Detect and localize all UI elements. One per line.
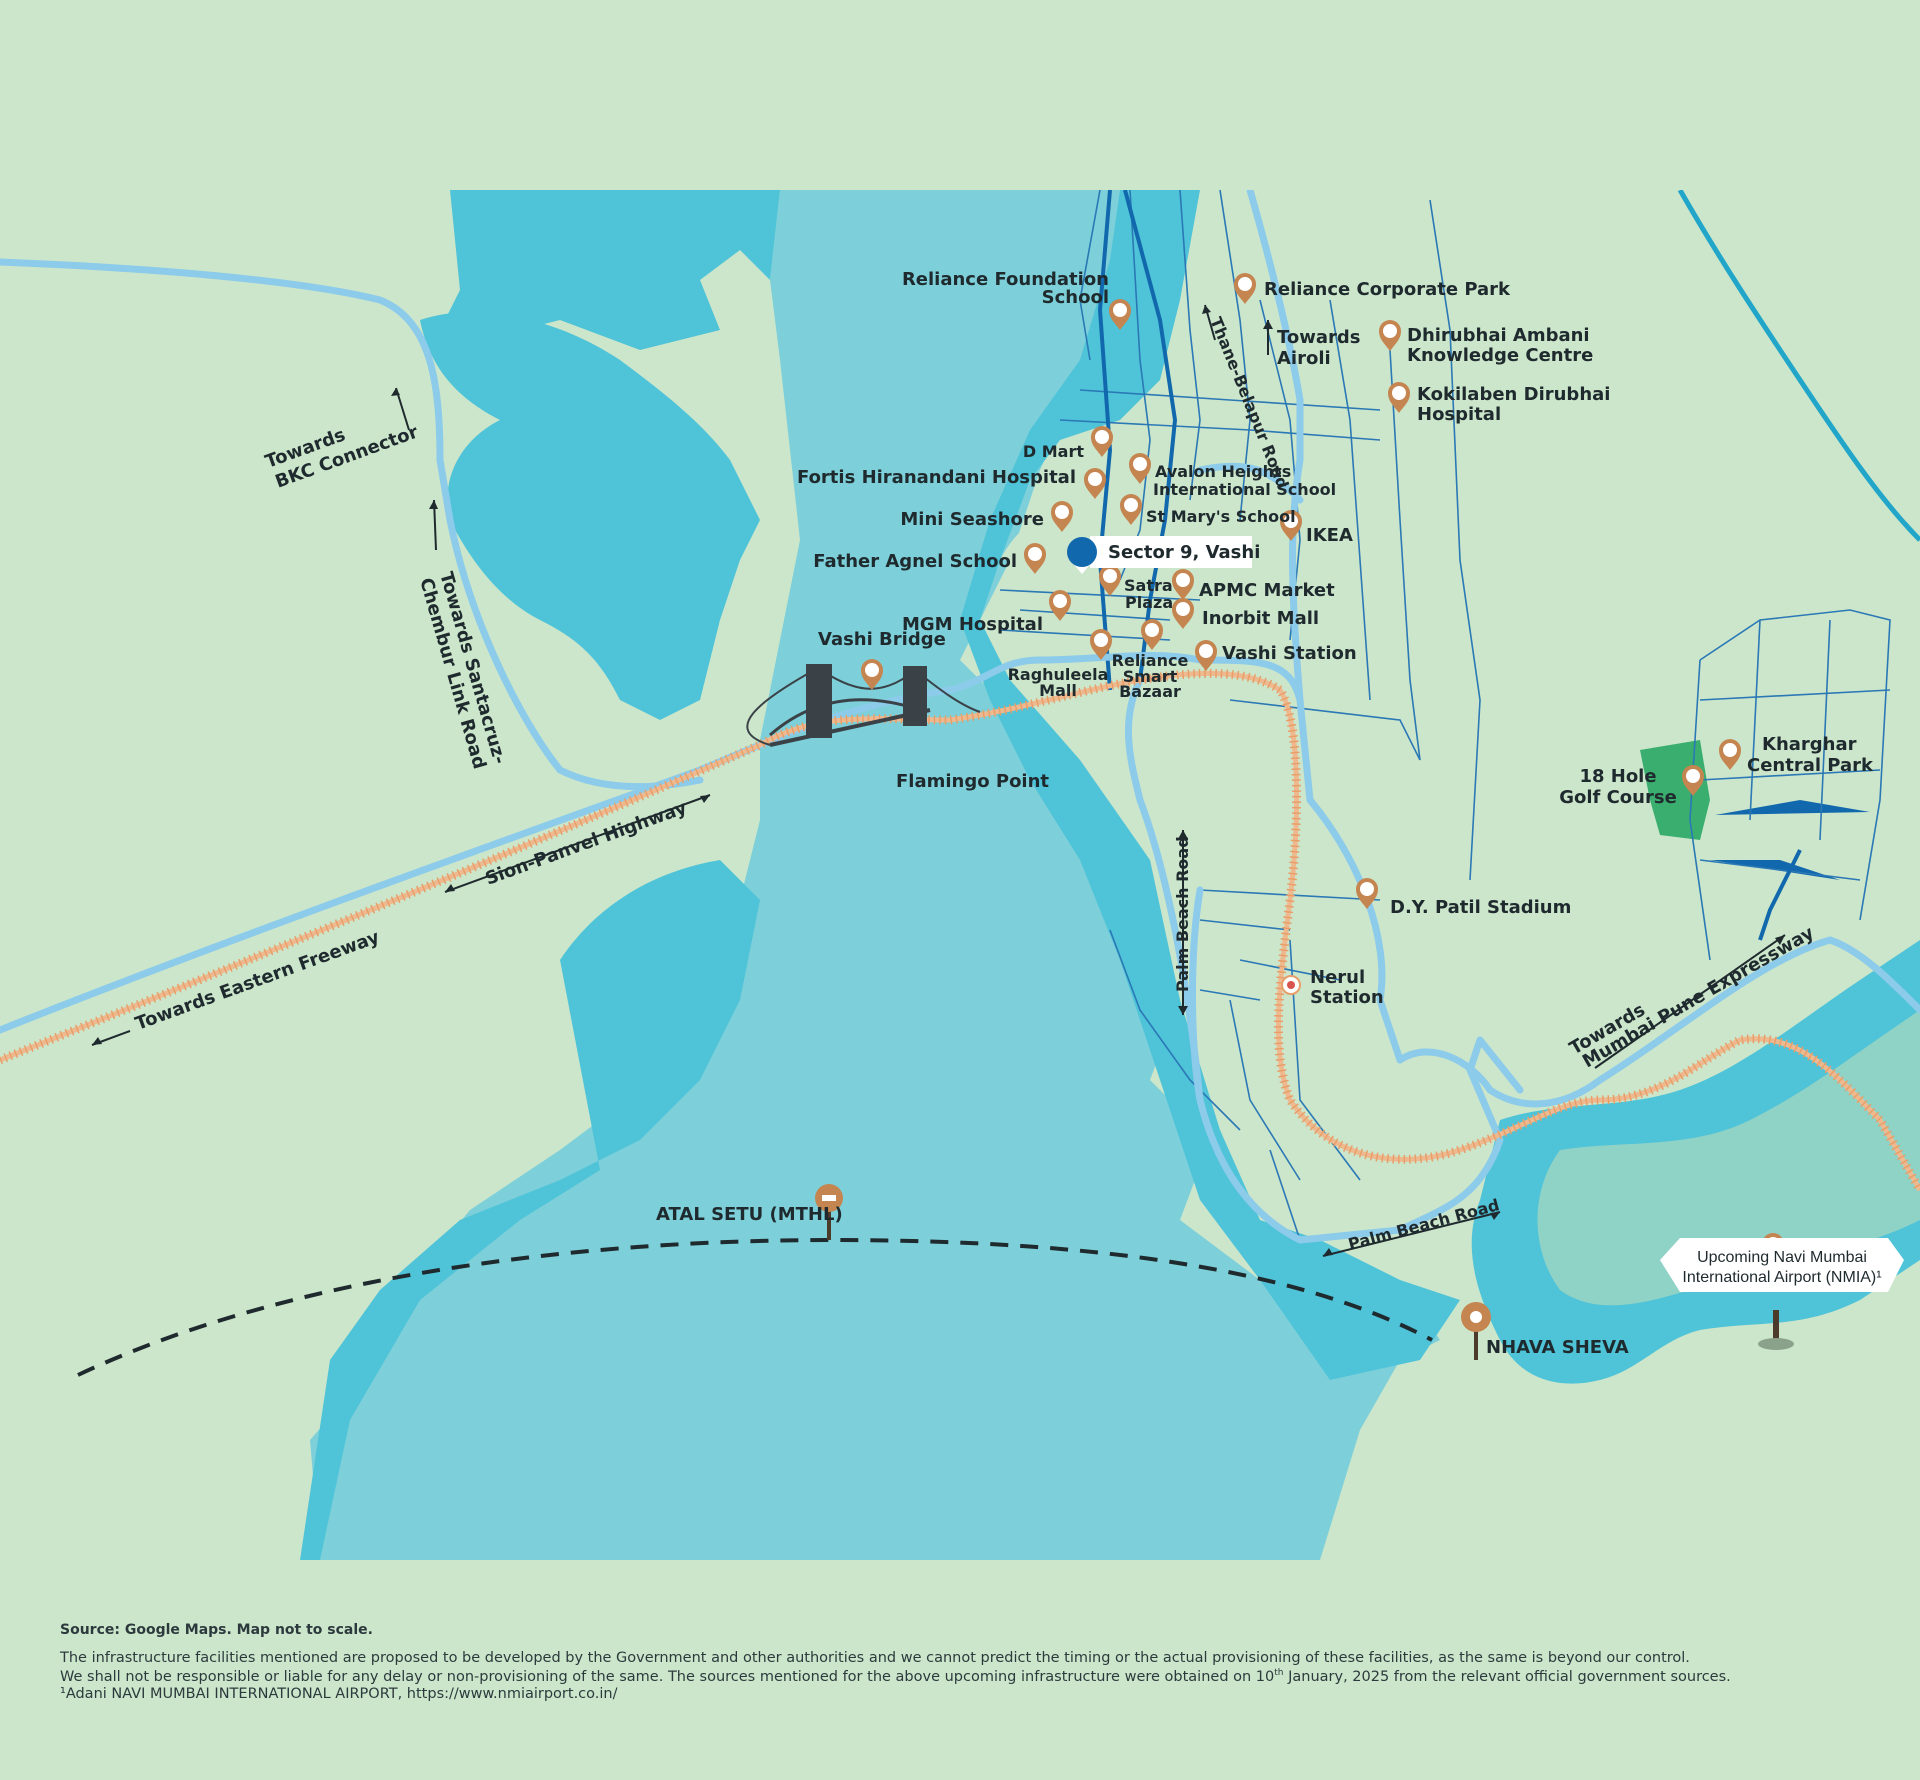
north-east-creek xyxy=(1677,190,1920,542)
west-mudflat xyxy=(300,860,760,1560)
disclaimer-line-2-pre: We shall not be responsible or liable fo… xyxy=(60,1668,1275,1685)
label-avalon-2: International School xyxy=(1153,480,1336,499)
vashi-node xyxy=(1000,490,1110,560)
label-golf-2: Golf Course xyxy=(1559,787,1677,808)
poi-pins[interactable] xyxy=(815,273,1784,1332)
project-location-label-box xyxy=(1090,536,1252,568)
pin-nerul-station[interactable] xyxy=(1281,975,1301,995)
label-inorbit: Inorbit Mall xyxy=(1202,608,1319,629)
label-st-marys: St Mary's School xyxy=(1146,507,1296,526)
project-location-label: Sector 9, Vashi xyxy=(1108,542,1260,563)
label-d-mart: D Mart xyxy=(1023,442,1084,461)
label-reliance-smart-1: Reliance xyxy=(1112,651,1189,670)
label-dhirubhai-1: Dhirubhai Ambani xyxy=(1407,325,1590,346)
label-nerul-1: Nerul xyxy=(1310,967,1365,988)
pin-atal-setu[interactable] xyxy=(815,1184,843,1212)
label-vashi-bridge: Vashi Bridge xyxy=(818,629,946,650)
label-satra-1: Satra xyxy=(1124,576,1173,595)
mangrove-east xyxy=(1537,1010,1920,1306)
project-location-marker[interactable]: Sector 9, Vashi xyxy=(1067,536,1260,574)
label-apmc: APMC Market xyxy=(1199,580,1335,601)
label-father-agnel: Father Agnel School xyxy=(813,551,1017,572)
label-dy-patil: D.Y. Patil Stadium xyxy=(1390,897,1571,918)
label-reliance-foundation-school-2: School xyxy=(1042,287,1109,308)
label-flamingo-point: Flamingo Point xyxy=(896,771,1049,792)
nmia-label: Upcoming Navi Mumbai International Airpo… xyxy=(1660,1238,1904,1292)
disclaimer-line-2: We shall not be responsible or liable fo… xyxy=(60,1668,1900,1685)
label-reliance-smart-3: Bazaar xyxy=(1119,682,1181,701)
nmia-pole-base xyxy=(1758,1338,1794,1350)
golf-course-park xyxy=(1640,740,1710,840)
disclaimer-line-1: The infrastructure facilities mentioned … xyxy=(60,1650,1690,1666)
label-kharghar-2: Central Park xyxy=(1747,755,1874,776)
nmia-label-1: Upcoming Navi Mumbai xyxy=(1697,1249,1867,1266)
pin-nhava-sheva[interactable] xyxy=(1461,1302,1491,1332)
vashi-blue-line-2 xyxy=(1097,190,1113,691)
label-satra-2: Plaza xyxy=(1125,593,1173,612)
kharghar-blue-1 xyxy=(1715,800,1870,815)
label-reliance-smart-2: Smart xyxy=(1123,667,1178,686)
label-kokilaben-2: Hospital xyxy=(1417,404,1501,425)
label-avalon-1: Avalon Heights xyxy=(1155,462,1291,481)
atal-setu-route xyxy=(77,1237,1433,1377)
label-towards-airoli-2: Airoli xyxy=(1277,348,1331,369)
label-raghuleela-1: Raghuleela xyxy=(1008,665,1109,684)
label-dhirubhai-2: Knowledge Centre xyxy=(1407,345,1593,366)
label-atal-setu: ATAL SETU (MTHL) xyxy=(656,1204,843,1225)
label-mgm: MGM Hospital xyxy=(902,614,1043,635)
label-ikea: IKEA xyxy=(1306,525,1353,546)
west-creek xyxy=(440,190,780,360)
mahul-creek xyxy=(420,312,760,720)
label-nhava-sheva: NHAVA SHEVA xyxy=(1486,1337,1629,1358)
label-reliance-corporate-park: Reliance Corporate Park xyxy=(1264,279,1511,300)
railway xyxy=(0,668,1920,1193)
label-vashi-station: Vashi Station xyxy=(1222,643,1357,664)
vashi-blue-line xyxy=(1123,190,1178,681)
label-kharghar-1: Kharghar xyxy=(1762,734,1857,755)
label-palm-beach-vertical: Palm Beach Road xyxy=(1173,836,1192,992)
label-fortis: Fortis Hiranandani Hospital xyxy=(797,467,1076,488)
footnote-nmia: ¹Adani NAVI MUMBAI INTERNATIONAL AIRPORT… xyxy=(60,1686,618,1702)
kharghar-blue-line xyxy=(1758,849,1802,941)
label-raghuleela-2: Mall xyxy=(1039,681,1077,700)
label-nerul-2: Station xyxy=(1310,987,1384,1008)
thane-creek xyxy=(310,190,1440,1560)
vashi-bridge xyxy=(746,664,981,747)
nmia-label-2: International Airport (NMIA)¹ xyxy=(1682,1269,1881,1286)
label-towards-airoli-1: Towards xyxy=(1277,327,1361,348)
map-source-note: Source: Google Maps. Map not to scale. xyxy=(60,1622,373,1638)
direction-arrows xyxy=(91,304,1786,1257)
disclaimer-line-2-post: January, 2025 from the relevant official… xyxy=(1283,1668,1731,1685)
label-mini-seashore: Mini Seashore xyxy=(900,509,1044,530)
project-location-dot xyxy=(1067,537,1097,567)
label-golf-1: 18 Hole xyxy=(1579,766,1656,787)
disclaimer-line-2-sup: th xyxy=(1274,1668,1284,1678)
label-reliance-foundation-school-1: Reliance Foundation xyxy=(902,269,1109,290)
label-kokilaben-1: Kokilaben Dirubhai xyxy=(1417,384,1610,405)
